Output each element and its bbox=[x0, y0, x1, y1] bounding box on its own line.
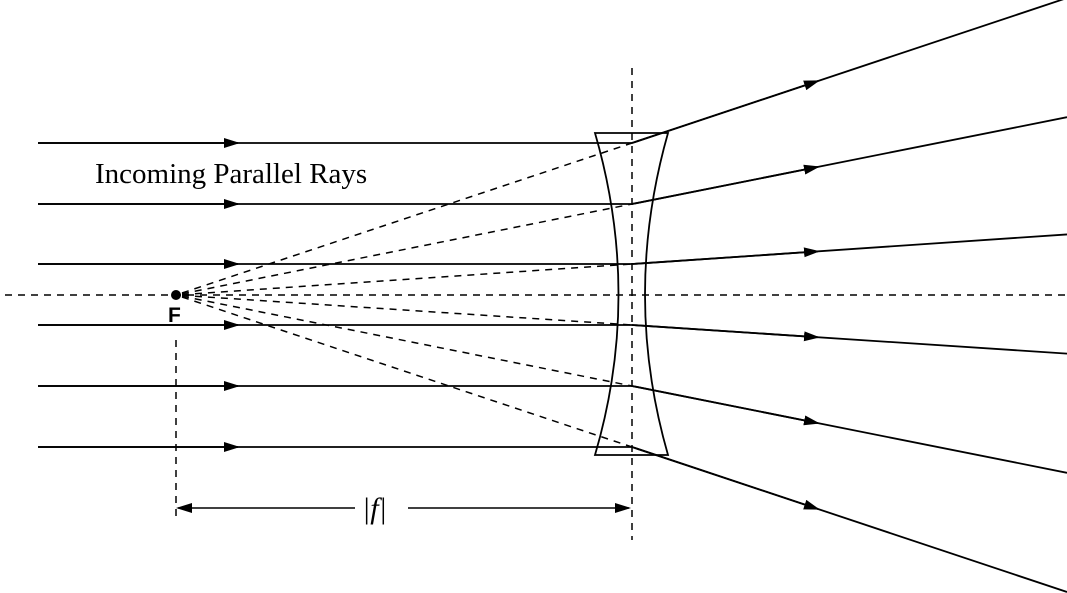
refracted-ray-arrow bbox=[631, 446, 820, 510]
refracted-ray-arrow bbox=[631, 80, 820, 144]
virtual-ray-extension bbox=[181, 203, 633, 295]
virtual-ray-extension bbox=[181, 295, 633, 387]
incoming-rays-label: Incoming Parallel Rays bbox=[95, 158, 367, 190]
virtual-ray-extension bbox=[181, 263, 633, 296]
diverging-lens bbox=[593, 132, 670, 456]
virtual-ray-extension bbox=[181, 142, 633, 294]
focal-point-label: F bbox=[168, 304, 181, 327]
virtual-ray-extension bbox=[181, 296, 633, 448]
refracted-ray-arrow bbox=[631, 324, 820, 342]
refracted-ray-arrow bbox=[631, 164, 820, 205]
focal-length-label: |f| bbox=[362, 492, 387, 525]
refracted-ray-arrow bbox=[631, 247, 820, 265]
virtual-ray-extension bbox=[181, 294, 633, 326]
focal-point bbox=[171, 290, 181, 300]
refracted-ray-arrow bbox=[631, 385, 820, 426]
